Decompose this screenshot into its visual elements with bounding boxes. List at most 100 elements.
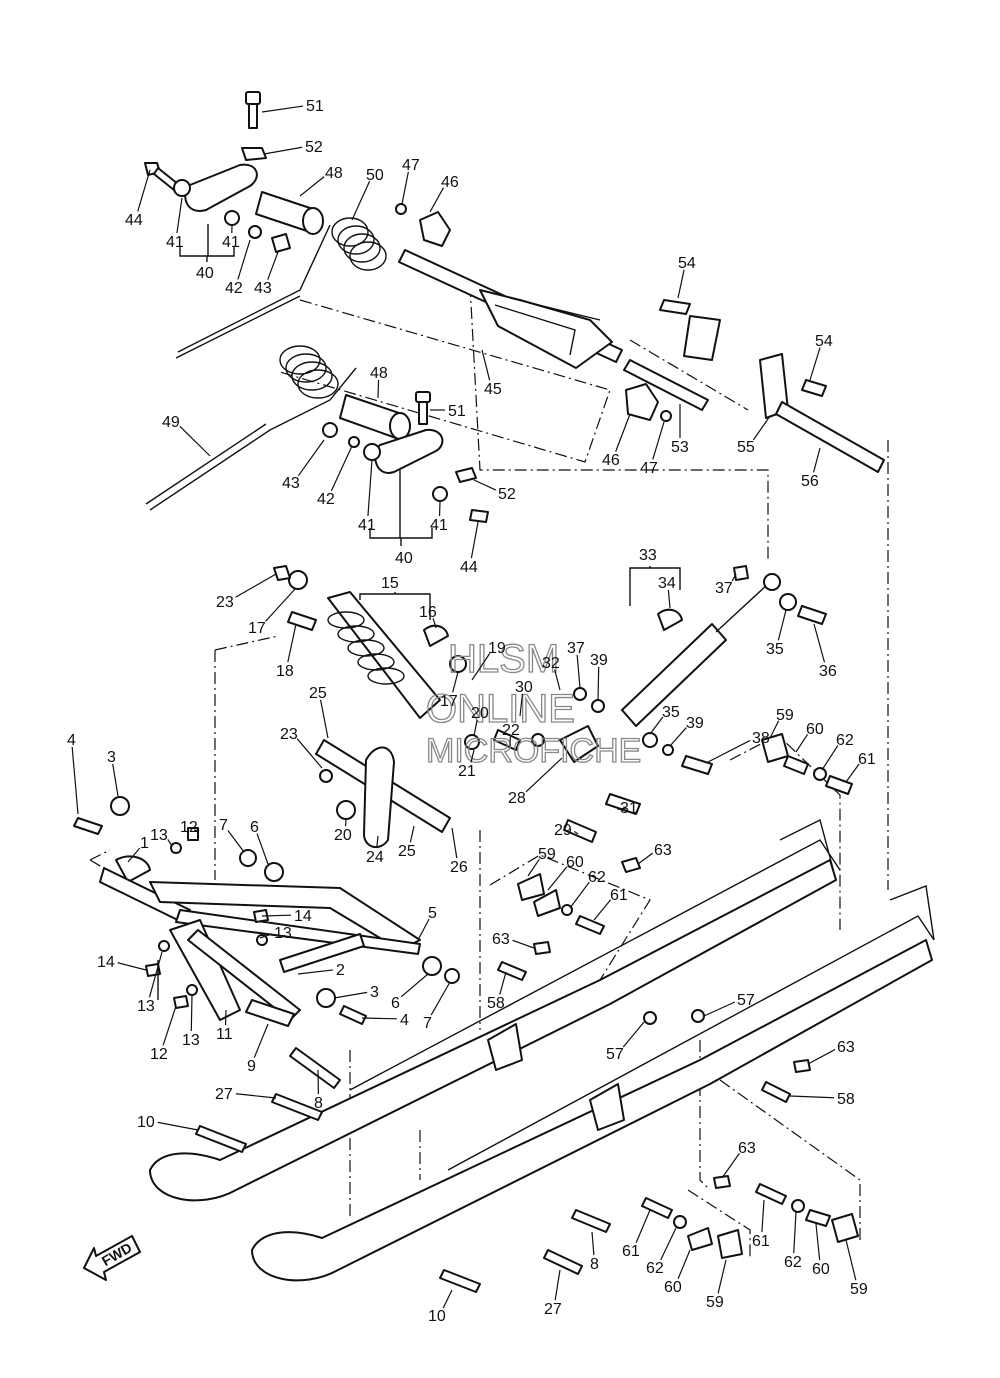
leader-line-c-32 [554,669,561,691]
callout-c-3a: 3 [107,749,116,766]
leader-line-c-37b [576,654,581,689]
leader-line-c-8b [591,1231,595,1256]
leader-line-c-19 [471,653,491,681]
callout-c-62a: 62 [836,732,854,749]
leader-line-c-54a [677,269,685,299]
leader-line-c-30 [519,693,524,717]
callout-c-14b: 14 [97,954,115,971]
callout-c-25a: 25 [309,685,327,702]
leader-line-c-12b [162,1005,177,1046]
leader-line-c-4b [361,1017,398,1020]
callout-c-39a: 39 [590,652,608,669]
callout-c-5: 5 [428,905,437,922]
callout-c-46a: 46 [441,174,459,191]
forward-direction-arrow: FWD [83,1235,141,1281]
leader-line-c-59c [717,1259,727,1294]
callout-c-61a: 61 [858,751,876,768]
leader-line-c-46b [615,413,631,452]
leader-line-c-9 [253,1023,269,1058]
callout-c-47a: 47 [402,157,420,174]
callout-c-61d: 61 [752,1233,770,1250]
leader-line-c-34 [667,589,671,609]
leader-line-c-14a [261,914,292,917]
leader-line-c-62b [569,881,590,909]
callout-c-12a: 12 [180,819,198,836]
leader-line-c-62c [660,1227,677,1261]
leader-line-c-25a [319,699,329,739]
leader-line-c-62d [793,1211,797,1254]
leader-line-c-28 [525,757,563,793]
callout-c-14a: 14 [294,908,312,925]
leader-line-c-35a [777,609,787,641]
leader-line-c-60d [815,1223,821,1261]
callout-c-8b: 8 [590,1256,599,1273]
watermark-line-1: HLSM [448,637,559,681]
callout-c-21: 21 [458,763,476,780]
callout-c-60a: 60 [806,721,824,738]
callout-c-55: 55 [737,439,755,456]
leader-line-c-61a [845,763,860,783]
callout-c-49: 49 [162,414,180,431]
callout-c-43b: 43 [282,475,300,492]
callout-c-28: 28 [508,790,526,807]
callout-c-61c: 61 [622,1243,640,1260]
callout-c-45: 45 [484,381,502,398]
callout-c-31: 31 [620,800,638,817]
leader-line-c-3b [333,991,368,999]
callout-c-63b: 63 [492,931,510,948]
callout-c-23a: 23 [216,594,234,611]
leader-line-c-63a [637,852,654,865]
callout-c-46b: 46 [602,452,620,469]
callout-c-51b: 51 [448,403,466,420]
upper-linkage-assembly [144,91,885,523]
leader-line-c-21 [470,749,475,763]
leader-line-c-10b [442,1289,453,1309]
leader-line-c-61c [635,1209,651,1244]
callout-c-36: 36 [819,663,837,680]
callout-c-17b: 17 [440,693,458,710]
callout-c-41b: 41 [222,234,240,251]
leader-line-c-10a [157,1121,199,1131]
leader-line-c-56 [812,447,821,473]
leader-line-c-39a [597,666,600,701]
leader-line-c-48a [299,176,325,197]
leader-line-c-7a [227,830,245,853]
leader-line-c-23a [235,573,277,598]
leader-line-c-5 [417,918,430,941]
callout-c-33: 33 [639,547,657,564]
callout-c-3b: 3 [370,984,379,1001]
leader-line-c-59d [845,1239,857,1281]
leader-line-c-59a [769,720,780,739]
callout-c-52a: 52 [305,139,323,156]
leader-line-c-13d [190,995,193,1032]
leader-line-c-47a [401,171,409,205]
leader-line-c-43b [297,439,325,477]
callout-c-29: 29 [554,822,572,839]
leader-line-c-63c [807,1048,836,1065]
bracket-33 [629,566,681,606]
callout-c-24: 24 [366,849,384,866]
callout-c-30: 30 [515,679,533,696]
leader-line-c-2 [297,969,334,975]
leader-line-c-51a [261,105,304,113]
leader-line-c-49 [179,425,211,457]
callout-c-20a: 20 [471,705,489,722]
callout-c-37b: 37 [567,640,585,657]
shock-absorber-assembly [273,565,827,849]
leader-line-c-50 [351,180,371,221]
watermark: HLSM ONLINE MICROFICHE [425,636,642,770]
callout-c-15: 15 [381,575,399,592]
leader-line-c-3a [112,763,119,797]
leader-line-c-55 [753,415,771,441]
leader-line-c-61d [761,1199,765,1233]
leader-line-c-58a [499,971,507,995]
callout-c-13c: 13 [137,998,155,1015]
leader-line-c-24 [376,835,379,849]
leader-line-c-42b [330,445,353,492]
leader-line-c-48b [377,379,380,399]
leader-line-c-46a [429,187,445,213]
callout-c-10b: 10 [428,1308,446,1325]
callout-c-35a: 35 [766,641,784,658]
leader-line-c-6a [256,833,269,865]
callout-c-16: 16 [419,604,437,621]
